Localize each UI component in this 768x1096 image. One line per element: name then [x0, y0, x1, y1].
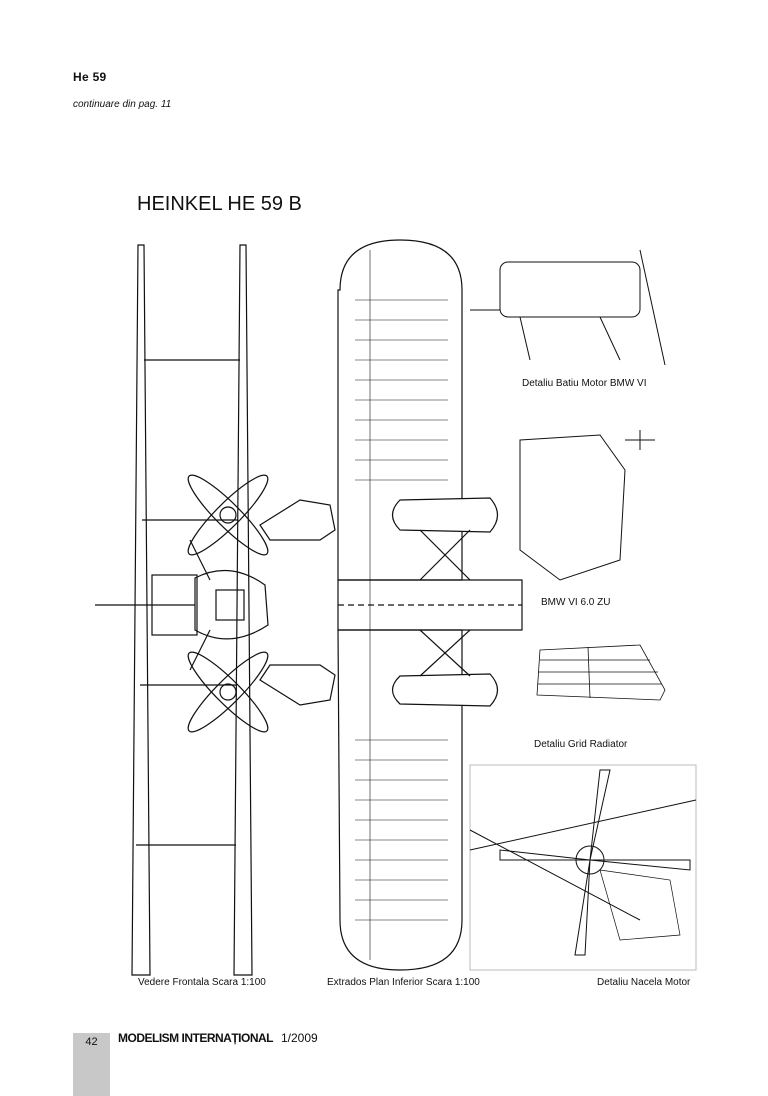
engine-sketch	[519, 430, 655, 581]
engine-mount-caption: Detaliu Batiu Motor BMW VI	[522, 378, 647, 389]
plan-view-caption: Extrados Plan Inferior Scara 1:100	[327, 977, 480, 988]
nacelle-photo-sketch	[469, 764, 697, 971]
engine-caption: BMW VI 6.0 ZU	[541, 597, 611, 608]
nacelle-caption: Detaliu Nacela Motor	[597, 977, 691, 988]
magazine-name: MODELISM INTERNAȚIONAL	[118, 1031, 274, 1045]
issue-number: 1/2009	[281, 1031, 318, 1045]
engine-mount-sketch	[470, 249, 666, 366]
front-view-caption: Vedere Frontala Scara 1:100	[138, 977, 266, 988]
page-title: HEINKEL HE 59 B	[137, 193, 302, 215]
footer-line: MODELISM INTERNAȚIONAL 1/2009	[118, 1031, 318, 1045]
page-number-bar	[73, 1033, 110, 1096]
plan-view-drawing	[337, 239, 523, 971]
radiator-sketch	[536, 644, 666, 701]
radiator-caption: Detaliu Grid Radiator	[534, 739, 628, 750]
section-title: He 59	[73, 70, 107, 84]
page-number: 42	[85, 1036, 98, 1048]
front-view-drawing	[95, 244, 336, 976]
continuation-note: continuare din pag. 11	[73, 99, 172, 110]
